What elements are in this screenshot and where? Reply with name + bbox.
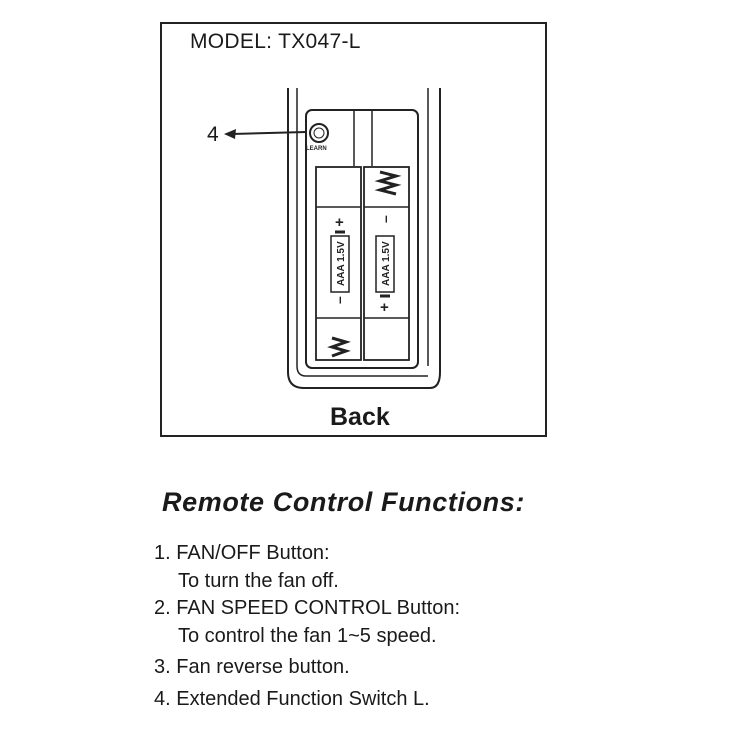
spring-icon-right-top [374, 170, 402, 196]
battery-label-left: AAA 1.5V [336, 241, 347, 286]
function-item-3: 3. Fan reverse button. [154, 654, 460, 682]
battery-plate-left [330, 235, 350, 293]
functions-title: Remote Control Functions: [162, 487, 525, 517]
function-item-1: 1. FAN/OFF Button: To turn the fan off. [154, 540, 460, 595]
function-item-4: 4. Extended Function Switch L. [154, 686, 460, 714]
remote-body-bottom-inner [296, 365, 428, 377]
function-item-text: 4. Extended Function Switch L. [154, 687, 430, 710]
battery-slot-right [363, 166, 410, 361]
battery-label-right: AAA 1.5V [381, 241, 392, 286]
learn-button-inner [313, 127, 325, 139]
view-label: Back [330, 403, 390, 431]
function-item-desc: To turn the fan off. [178, 569, 339, 592]
function-item-desc: To control the fan 1~5 speed. [178, 624, 437, 647]
callout-number: 4 [207, 123, 219, 146]
model-label: MODEL: TX047-L [190, 30, 361, 53]
function-item-text: 1. FAN/OFF Button: [154, 542, 330, 564]
battery-slot-left [315, 166, 362, 361]
battery-plate-right [375, 235, 395, 293]
callout-arrowhead [224, 129, 236, 139]
learn-label: LEARN [306, 146, 327, 152]
diagram-frame [160, 22, 547, 437]
battery-right-minus: – [377, 215, 393, 223]
battery-left-plus: + [335, 214, 344, 231]
battery-left-minus: – [331, 296, 347, 304]
spring-icon-left-bottom [327, 336, 351, 358]
learn-button [309, 123, 329, 143]
function-item-text: 3. Fan reverse button. [154, 656, 350, 678]
functions-list: 1. FAN/OFF Button: To turn the fan off. … [154, 540, 460, 713]
function-item-text: 2. FAN SPEED CONTROL Button: [154, 597, 461, 619]
callout-arrow-line [231, 131, 307, 135]
remote-body-outline [287, 88, 441, 389]
function-item-2: 2. FAN SPEED CONTROL Button: To control … [154, 595, 460, 650]
battery-compartment [305, 109, 419, 369]
battery-right-plus: + [380, 299, 389, 316]
